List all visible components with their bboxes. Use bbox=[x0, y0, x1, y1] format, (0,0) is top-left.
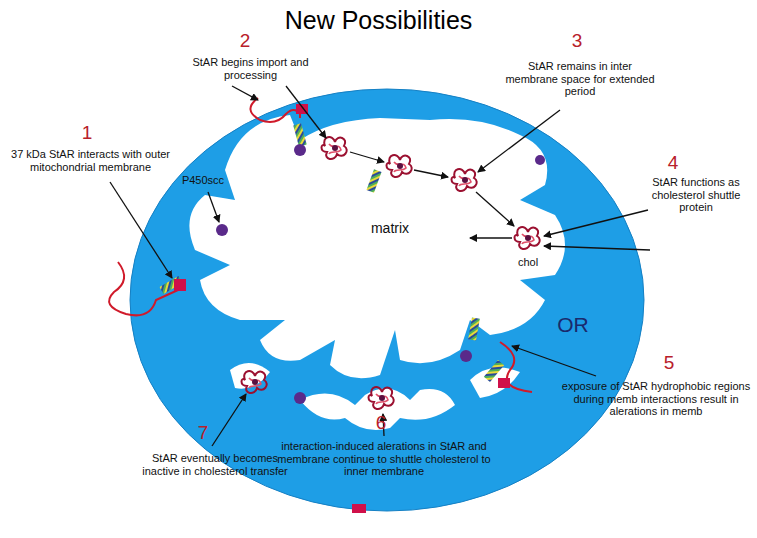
or-label: OR bbox=[548, 313, 598, 337]
callout-number: 5 bbox=[654, 352, 684, 374]
part-label: chol bbox=[508, 256, 548, 269]
part-label: P450scc bbox=[168, 174, 238, 187]
callout-number: 6 bbox=[366, 412, 396, 434]
callout-text: interaction-induced alerations in StAR a… bbox=[268, 440, 500, 478]
callout-text: StAR begins import and processing bbox=[168, 56, 333, 81]
callout-text: StAR functions as cholesterol shuttle pr… bbox=[640, 176, 752, 214]
callout-number: 1 bbox=[72, 122, 102, 144]
callout-text: StAR remains in inter membrane space for… bbox=[505, 60, 655, 98]
region-label: matrix bbox=[350, 220, 430, 236]
callout-number: 4 bbox=[658, 152, 688, 174]
callout-text: 37 kDa StAR interacts with outer mitocho… bbox=[8, 148, 173, 173]
title: New Possibilities bbox=[0, 6, 757, 35]
callout-text: exposure of StAR hydrophobic regions dur… bbox=[560, 380, 752, 418]
callout-number: 2 bbox=[230, 30, 260, 52]
callout-text: StAR eventually becomes inactive in chol… bbox=[136, 452, 294, 477]
callout-number: 7 bbox=[188, 422, 218, 444]
callout-number: 3 bbox=[562, 30, 592, 52]
